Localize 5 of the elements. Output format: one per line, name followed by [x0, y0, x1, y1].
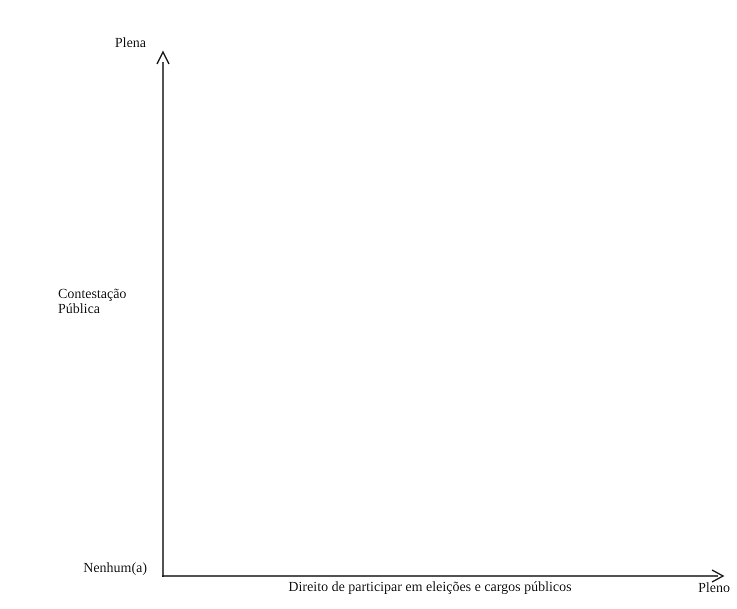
axis-label: Pleno	[697, 581, 730, 596]
axis-label: Plena	[114, 36, 146, 51]
axis-title: Direito de participar em eleições e cargos públicos	[287, 580, 573, 595]
axis-label: Nenhum(a)	[82, 561, 147, 576]
axis-label: Contestação Pública	[58, 287, 128, 317]
